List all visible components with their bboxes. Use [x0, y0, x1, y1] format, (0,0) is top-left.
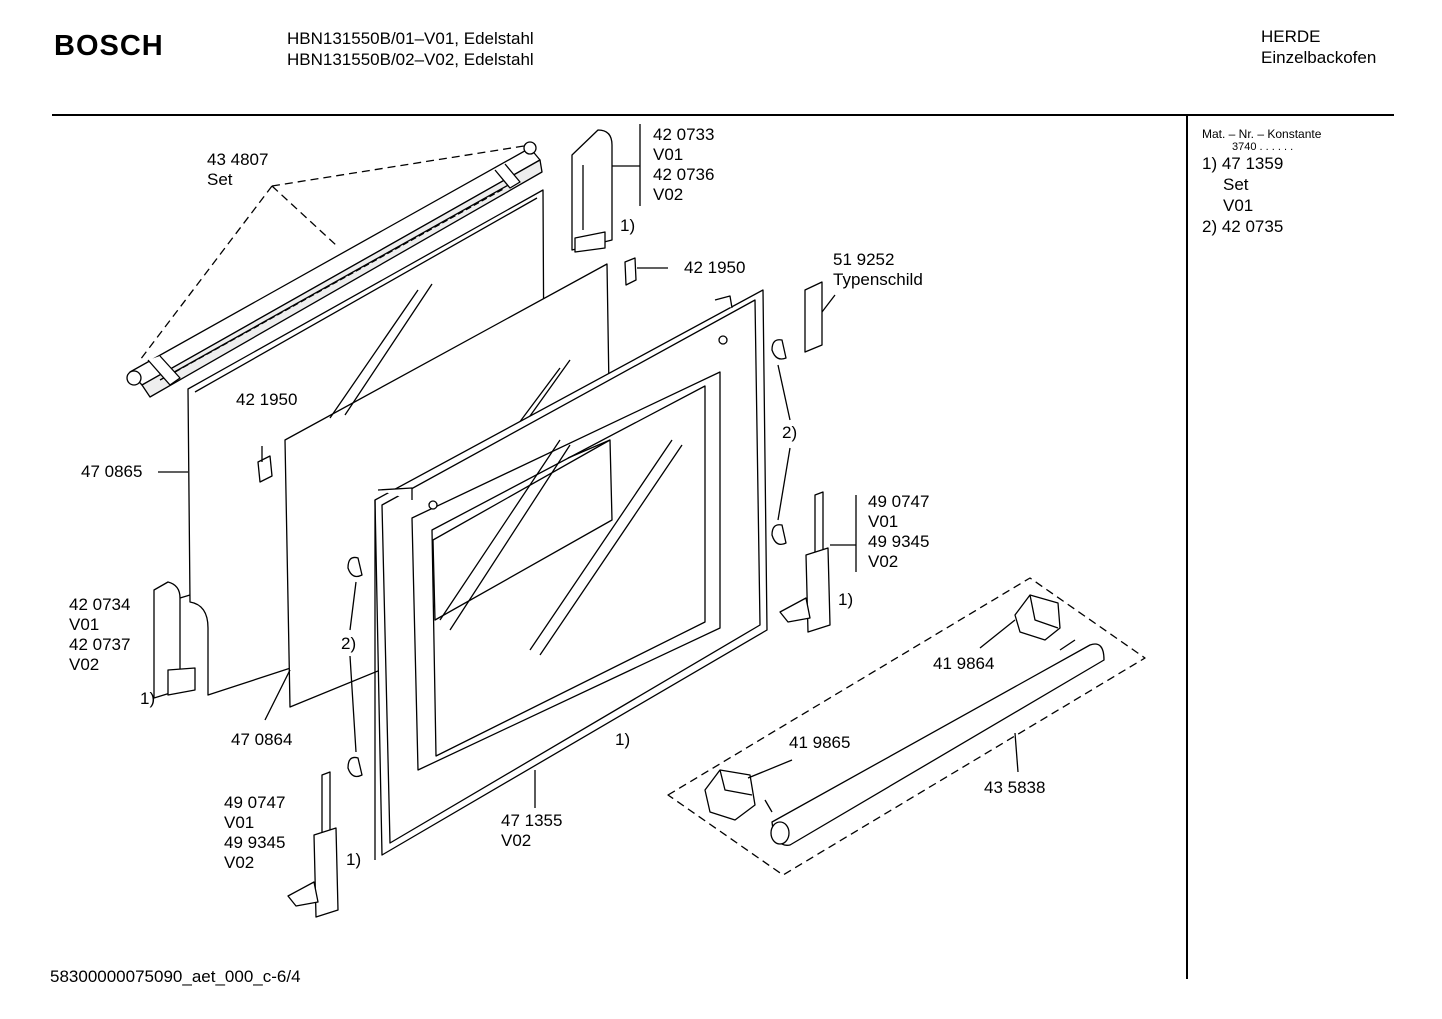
label-rail-set-note: Set	[207, 170, 233, 189]
material-entry-1: 1) 47 1359	[1202, 154, 1284, 173]
model-line-1: HBN131550B/01–V01, Edelstahl	[287, 29, 534, 48]
label-end-cap-version-2: V02	[69, 655, 100, 674]
hinge-left	[287, 771, 339, 918]
label-door-front-number: 47 1355	[501, 811, 563, 830]
category-line-2: Einzelbackofen	[1261, 48, 1377, 67]
label-door-front-version: V02	[501, 831, 532, 850]
leader-handle-bar	[1014, 732, 1019, 773]
label-note-top: 1)	[620, 216, 636, 235]
label-hinge-cover-version-1: V01	[653, 145, 684, 164]
door-front-panel	[374, 289, 768, 860]
label-end-cap-left: 42 0734 V01 42 0737 V02	[69, 595, 130, 675]
glass-clip-top	[624, 257, 637, 286]
label-end-cap-number-1: 42 0734	[69, 595, 131, 614]
label-clip-mid: 42 1950	[236, 390, 298, 409]
model-info: HBN131550B/01–V01, Edelstahl HBN131550B/…	[287, 28, 534, 70]
label-door-front: 47 1355 V02	[501, 811, 562, 851]
leader-cap-bottom	[747, 759, 793, 779]
label-hinge-left-version-2: V02	[224, 853, 255, 872]
label-hinge-cover-number-2: 42 0736	[653, 165, 715, 184]
brand-logo: BOSCH	[54, 30, 164, 62]
label-type-plate-name: Typenschild	[833, 270, 923, 289]
sidebar-divider	[1186, 116, 1188, 979]
leader-hinge-cover-top	[612, 124, 641, 206]
handle-bar	[764, 639, 1105, 846]
document-id: 58300000075090_aet_000_c-6/4	[50, 967, 301, 986]
label-hinge-cover-top: 42 0733 V01 42 0736 V02	[653, 125, 714, 205]
label-note-2-right: 2)	[782, 423, 798, 442]
leader-spacers-left	[349, 581, 357, 753]
label-hinge-left-number-1: 49 0747	[224, 793, 286, 812]
material-entry-set: Set	[1223, 175, 1249, 194]
label-note-2-left: 2)	[341, 634, 357, 653]
label-end-cap-version-1: V01	[69, 615, 100, 634]
label-hinge-right-version-2: V02	[868, 552, 899, 571]
callout-set-right	[271, 145, 525, 187]
callout-set-mid	[271, 185, 338, 247]
label-hinge-cover-version-2: V02	[653, 185, 684, 204]
label-hinge-left-version-1: V01	[224, 813, 255, 832]
end-cap-left	[153, 581, 196, 699]
handle-group-outline	[667, 577, 1146, 876]
spacer-left-bottom	[347, 756, 363, 778]
label-note-1-bottom: 1)	[346, 850, 362, 869]
label-rail-set-number: 43 4807	[207, 150, 269, 169]
label-rail-set: 43 4807 Set	[207, 150, 268, 190]
label-hinge-right: 49 0747 V01 49 9345 V02	[868, 492, 929, 572]
material-entry-version: V01	[1223, 196, 1254, 215]
label-handle-cap-bottom: 41 9865	[789, 733, 851, 752]
label-hinge-right-version-1: V01	[868, 512, 899, 531]
label-clip-top: 42 1950	[684, 258, 746, 277]
handle-end-cap-top	[1014, 594, 1061, 641]
label-end-cap-number-2: 42 0737	[69, 635, 131, 654]
category-info: HERDE Einzelbackofen	[1261, 26, 1376, 68]
material-number-panel: Mat. – Nr. – Konstante 3740 . . . . . . …	[1202, 127, 1321, 237]
leader-glass-inner	[264, 669, 291, 721]
material-entry-2: 2) 42 0735	[1202, 217, 1284, 236]
label-note-1-right: 1)	[838, 590, 854, 609]
label-type-plate: 51 9252 Typenschild	[833, 250, 923, 290]
handle-end-cap-bottom	[704, 769, 756, 821]
label-glass-inner: 47 0864	[231, 730, 293, 749]
leader-type-plate	[821, 294, 836, 313]
hinge-right	[779, 491, 831, 633]
leader-hinge-right	[830, 495, 857, 572]
type-plate	[804, 281, 823, 353]
hinge-cover-top	[571, 129, 613, 253]
label-handle-bar: 43 5838	[984, 778, 1046, 797]
label-hinge-left: 49 0747 V01 49 9345 V02	[224, 793, 285, 873]
callout-set-left	[139, 185, 273, 361]
label-hinge-cover-number-1: 42 0733	[653, 125, 715, 144]
glass-clip-mid	[257, 446, 273, 483]
material-number-heading: Mat. – Nr. – Konstante	[1202, 127, 1322, 141]
spacer-right-bottom	[771, 524, 787, 546]
leader-cap-top	[979, 619, 1016, 649]
spacer-right-top	[771, 339, 787, 360]
door-rail-set	[126, 141, 543, 398]
label-hinge-right-number-2: 49 9345	[868, 532, 930, 551]
category-line-1: HERDE	[1261, 27, 1321, 46]
label-handle-cap-top: 41 9864	[933, 654, 995, 673]
material-number-code: 3740 . . . . . .	[1232, 141, 1294, 153]
label-hinge-right-number-1: 49 0747	[868, 492, 930, 511]
label-hinge-left-number-2: 49 9345	[224, 833, 286, 852]
spacer-left-top	[347, 556, 363, 578]
header-divider	[52, 114, 1394, 116]
label-note-1-left: 1)	[140, 689, 156, 708]
leader-spacers-right	[777, 364, 791, 521]
model-line-2: HBN131550B/02–V02, Edelstahl	[287, 50, 534, 69]
label-type-plate-number: 51 9252	[833, 250, 895, 269]
label-glass-outer: 47 0865	[81, 462, 143, 481]
label-note-1-door: 1)	[615, 730, 631, 749]
